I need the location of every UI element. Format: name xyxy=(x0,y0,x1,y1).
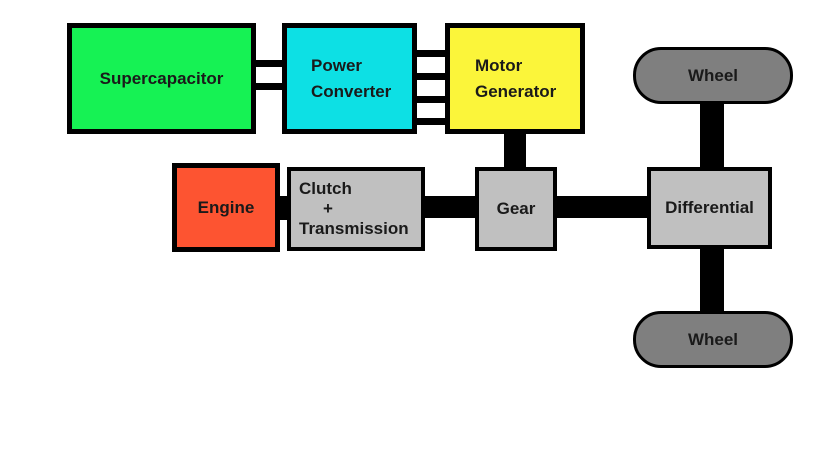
node-wheel-bottom: Wheel xyxy=(633,311,793,368)
node-motor-generator-label-line1: Motor xyxy=(475,55,523,75)
shaft-differential-wheel-bottom xyxy=(700,244,724,316)
connector-converter-motor-wire-4 xyxy=(412,118,452,125)
shaft-motor-gear xyxy=(504,128,526,172)
node-transmission-label: Transmission xyxy=(299,219,409,238)
node-wheel-bottom-label: Wheel xyxy=(687,329,739,349)
node-differential-label: Differential xyxy=(665,198,754,217)
connector-supercap-converter-wire-2 xyxy=(250,83,288,90)
node-gear: Gear xyxy=(475,167,557,251)
node-power-converter: Power Converter xyxy=(282,23,417,134)
node-supercapacitor-label: Supercapacitor xyxy=(99,68,224,88)
node-motor-generator: Motor Generator xyxy=(445,23,585,134)
node-engine: Engine xyxy=(172,163,280,252)
node-motor-generator-label-line2: Generator xyxy=(475,81,557,101)
node-clutch-label: Clutch xyxy=(299,179,352,198)
shaft-differential-wheel-top xyxy=(700,100,724,172)
shaft-gear-differential xyxy=(550,196,652,218)
node-supercapacitor: Supercapacitor xyxy=(67,23,256,134)
node-clutch-plus-label: + xyxy=(323,199,333,218)
node-engine-label: Engine xyxy=(197,197,255,217)
node-clutch-transmission: Clutch + Transmission xyxy=(287,167,425,251)
node-differential: Differential xyxy=(647,167,772,249)
node-power-converter-label-line2: Converter xyxy=(311,81,392,101)
node-gear-label: Gear xyxy=(496,199,536,218)
connector-converter-motor-wire-2 xyxy=(412,73,452,80)
shaft-clutch-gear xyxy=(420,196,480,218)
connector-converter-motor-wire-1 xyxy=(412,50,452,57)
connector-supercap-converter-wire-1 xyxy=(250,60,288,67)
connector-converter-motor-wire-3 xyxy=(412,96,452,103)
node-wheel-top: Wheel xyxy=(633,47,793,104)
node-power-converter-label-line1: Power xyxy=(311,55,363,75)
node-wheel-top-label: Wheel xyxy=(687,65,739,85)
